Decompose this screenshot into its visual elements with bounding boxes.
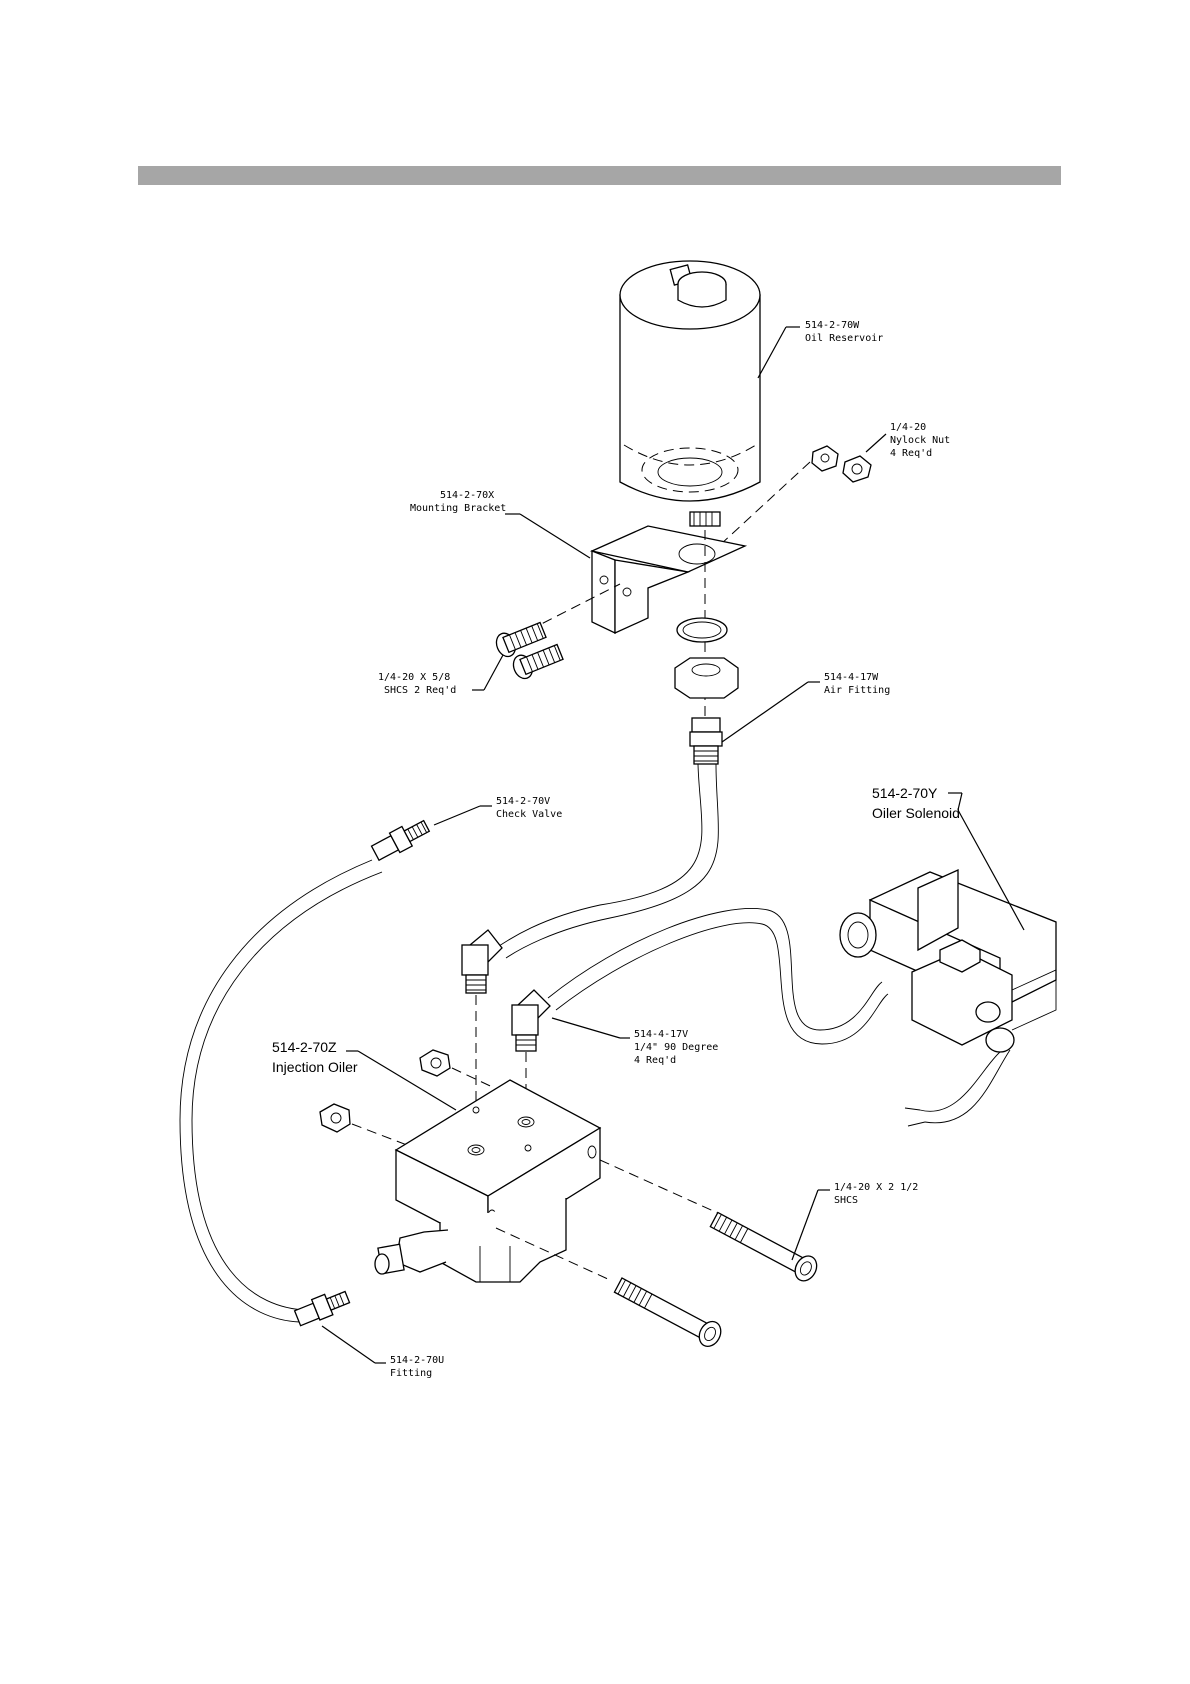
elbow-left: [462, 930, 502, 993]
air-tube: [496, 764, 718, 958]
oil-reservoir-leader: [758, 327, 786, 378]
label-oil-reservoir: 514-2-70W Oil Reservoir: [786, 320, 883, 344]
label-oiler-solenoid-desc: Oiler Solenoid: [872, 805, 960, 821]
label-oil-reservoir-desc: Oil Reservoir: [805, 333, 883, 344]
shcs-long-lower: [612, 1274, 725, 1350]
label-fitting-part: 514-2-70U: [390, 1355, 444, 1366]
label-check-valve-part: 514-2-70V: [496, 796, 550, 807]
check-valve-tube: [180, 860, 382, 1322]
label-nylock-nut-qty: 4 Req'd: [890, 448, 932, 459]
label-air-fitting: 514-4-17W Air Fitting: [808, 672, 890, 696]
fitting-lower: [293, 1287, 351, 1328]
label-elbow-90-desc: 1/4" 90 Degree: [634, 1042, 718, 1053]
air-fitting: [690, 718, 722, 764]
shcs-short-screws: [493, 619, 564, 682]
oil-reservoir: [620, 261, 760, 526]
label-nylock-nut-part: 1/4-20: [890, 422, 926, 433]
solenoid-tube: [548, 908, 888, 1044]
label-injection-oiler-desc: Injection Oiler: [272, 1059, 358, 1075]
label-oiler-solenoid-part: 514-2-70Y: [872, 785, 938, 801]
label-mounting-bracket: 514-2-70X Mounting Bracket: [410, 490, 520, 514]
label-air-fitting-part: 514-4-17W: [824, 672, 879, 683]
shcs-short-leader: [484, 655, 503, 690]
mounting-bracket-leader: [520, 514, 590, 558]
label-mounting-bracket-desc: Mounting Bracket: [410, 503, 506, 514]
label-mounting-bracket-part: 514-2-70X: [440, 490, 494, 501]
label-fitting-desc: Fitting: [390, 1368, 432, 1379]
elbow-leader: [552, 1018, 620, 1038]
label-shcs-long-desc: SHCS: [834, 1195, 858, 1206]
label-shcs-long-part: 1/4-20 X 2 1/2: [834, 1182, 918, 1193]
shcs-long-leader: [792, 1190, 818, 1260]
label-shcs-long: 1/4-20 X 2 1/2 SHCS: [818, 1182, 918, 1206]
label-shcs-short-desc: SHCS 2 Req'd: [384, 685, 456, 696]
fitting-leader: [322, 1326, 375, 1363]
label-oil-reservoir-part: 514-2-70W: [805, 320, 860, 331]
label-check-valve: 514-2-70V Check Valve: [480, 796, 562, 820]
label-shcs-short-part: 1/4-20 X 5/8: [378, 672, 450, 683]
check-valve: [370, 816, 432, 863]
nylock-nuts-top: [812, 446, 871, 482]
label-shcs-short: 1/4-20 X 5/8 SHCS 2 Req'd: [378, 672, 484, 696]
shcs-long-upper: [708, 1208, 821, 1284]
hex-nut: [675, 658, 738, 698]
nut-lower-left: [320, 1104, 350, 1132]
long-screw-axis-upper: [600, 1160, 720, 1214]
label-air-fitting-desc: Air Fitting: [824, 685, 890, 696]
elbow-right: [512, 990, 550, 1051]
oiler-solenoid: [840, 870, 1056, 1126]
label-nylock-nut-desc: Nylock Nut: [890, 435, 950, 446]
label-elbow-90-part: 514-4-17V: [634, 1029, 688, 1040]
label-nylock-nut: 1/4-20 Nylock Nut 4 Req'd: [890, 422, 950, 459]
label-check-valve-desc: Check Valve: [496, 809, 562, 820]
label-elbow-90-qty: 4 Req'd: [634, 1055, 676, 1066]
injection-oiler: [375, 1080, 600, 1282]
check-valve-leader: [434, 806, 480, 825]
nut-upper-left: [420, 1050, 450, 1076]
nylock-nut-leader: [866, 434, 886, 452]
label-elbow-90: 514-4-17V 1/4" 90 Degree 4 Req'd: [620, 1029, 718, 1066]
label-oiler-solenoid: 514-2-70Y Oiler Solenoid: [872, 785, 962, 821]
label-fitting: 514-2-70U Fitting: [375, 1355, 444, 1379]
label-injection-oiler: 514-2-70Z Injection Oiler: [272, 1039, 358, 1075]
mounting-bracket: [592, 526, 745, 633]
label-injection-oiler-part: 514-2-70Z: [272, 1039, 337, 1055]
